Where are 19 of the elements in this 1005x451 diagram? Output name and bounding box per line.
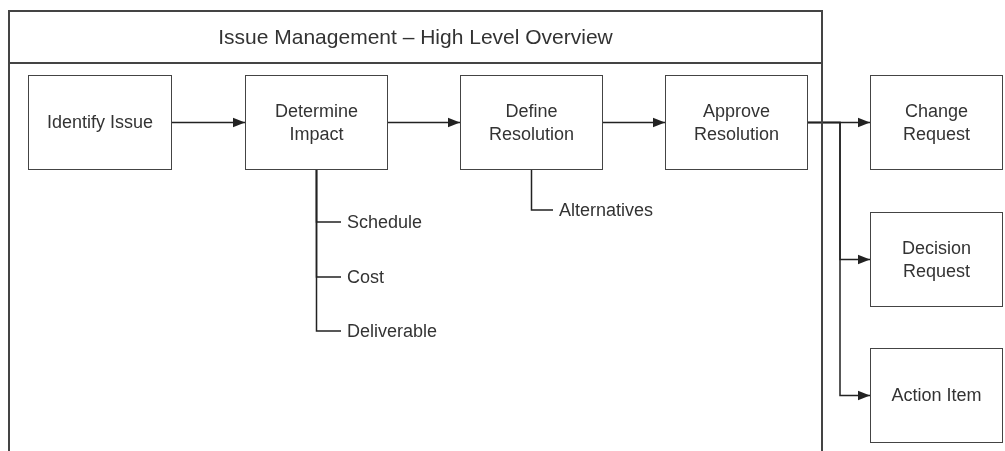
arrow: [602, 117, 666, 128]
branch-label: Alternatives: [559, 199, 684, 221]
branch-label: Schedule: [347, 211, 447, 233]
branch-label: Deliverable: [347, 320, 457, 342]
process-box: Action Item: [870, 348, 1003, 443]
arrow: [387, 117, 461, 128]
frame-title: Issue Management – High Level Overview: [10, 12, 821, 64]
process-box: Determine Impact: [245, 75, 388, 170]
branch-line: [315, 169, 342, 332]
process-box: Change Request: [870, 75, 1003, 170]
arrow: [807, 121, 871, 401]
process-box: Identify Issue: [28, 75, 172, 170]
process-box: Define Resolution: [460, 75, 603, 170]
process-box: Decision Request: [870, 212, 1003, 307]
process-box: Approve Resolution: [665, 75, 808, 170]
diagram-frame: [8, 10, 823, 451]
branch-label: Cost: [347, 266, 407, 288]
arrow: [171, 117, 246, 128]
branch-line: [530, 169, 554, 211]
